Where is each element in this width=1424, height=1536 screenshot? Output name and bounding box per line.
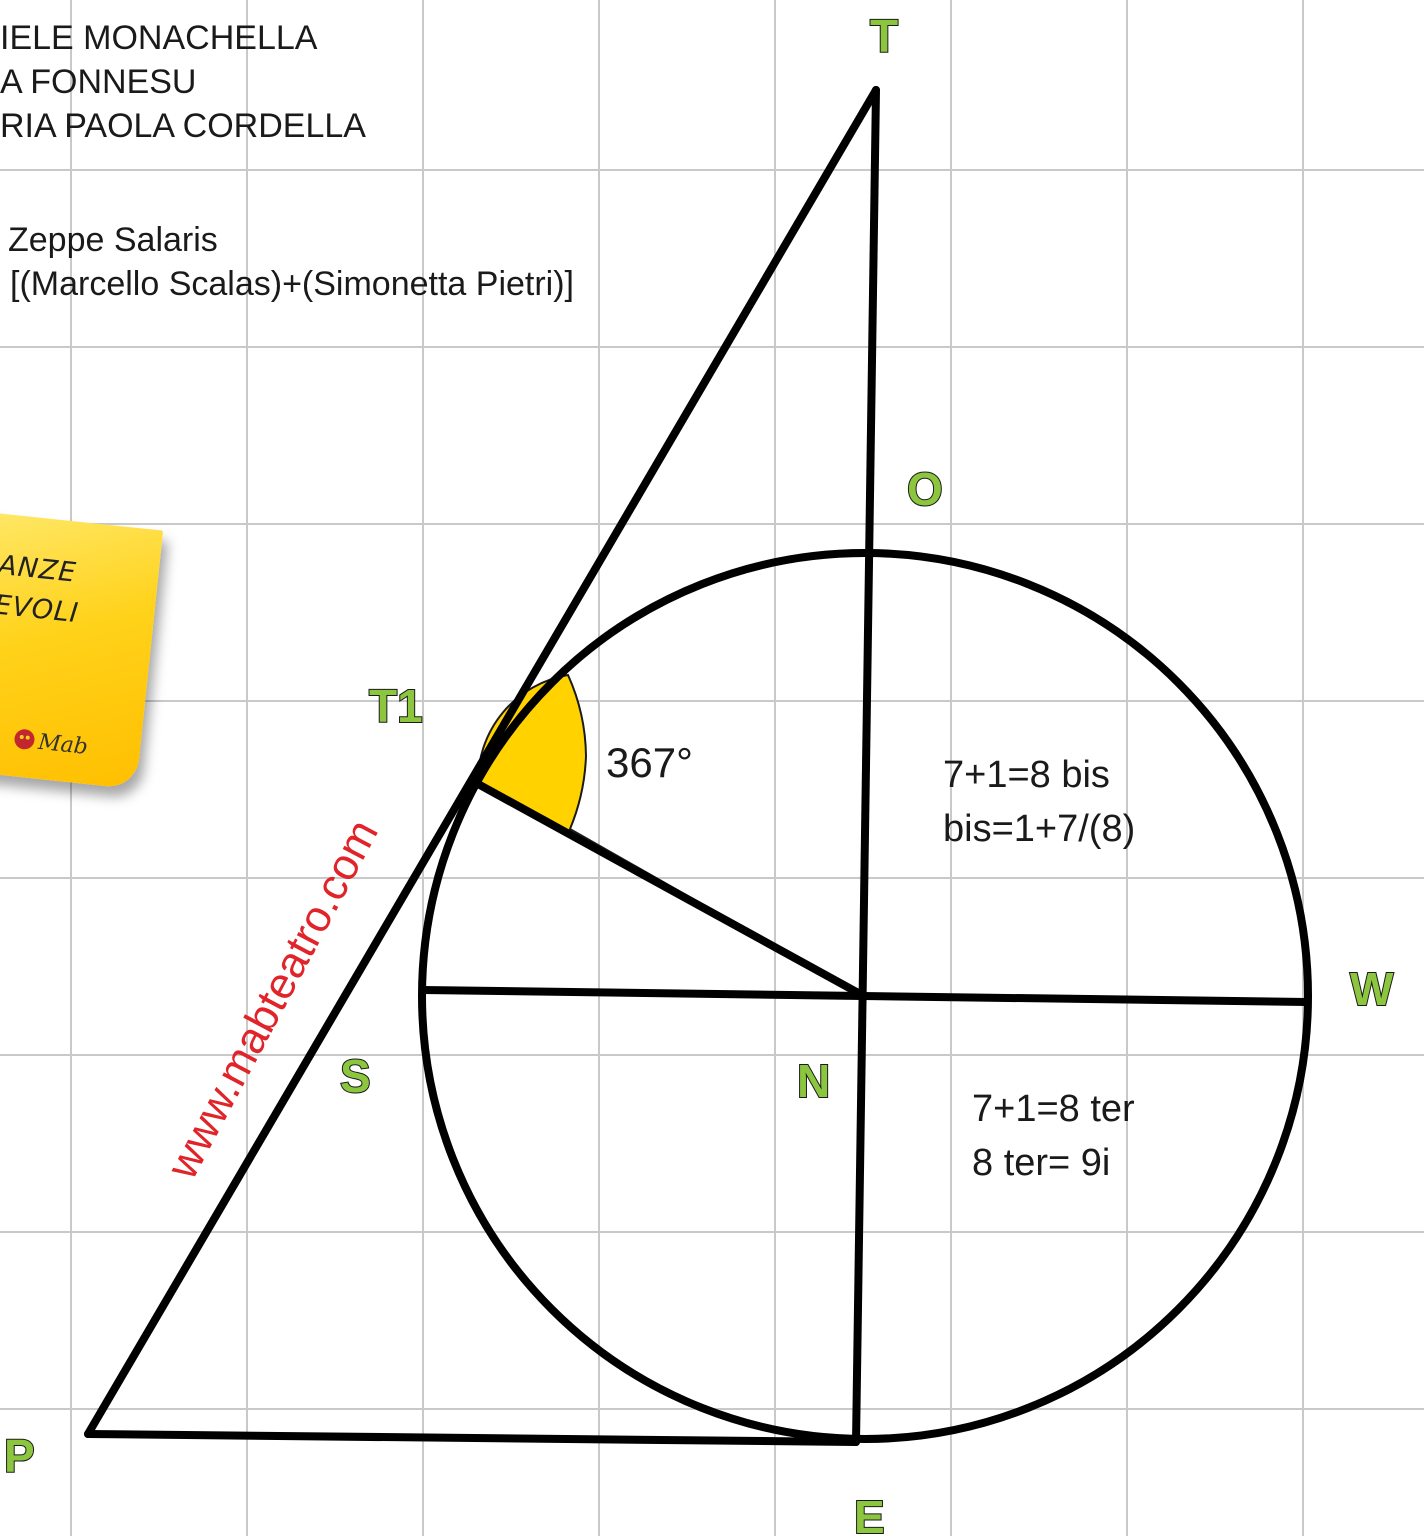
credits-block: IELE MONACHELLA A FONNESU RIA PAOLA CORD… (0, 0, 640, 320)
watermark-url: www.mabteatro.com (157, 812, 388, 1188)
eq-top-1: 7+1=8 bis (943, 754, 1110, 796)
label-O: O (907, 463, 943, 515)
label-T: T (870, 10, 898, 62)
credit-subtitle: Zeppe Salaris (8, 221, 218, 259)
label-P: P (4, 1430, 35, 1482)
eq-bottom-2: 8 ter= 9i (972, 1142, 1110, 1184)
logo-text: Mab (36, 730, 89, 760)
label-N: N (797, 1055, 830, 1107)
credit-line-1: IELE MONACHELLA (0, 19, 318, 57)
line-N-T1 (476, 780, 864, 999)
label-S: S (340, 1050, 371, 1102)
main-circle (418, 549, 1312, 1443)
credit-line-2: A FONNESU (0, 63, 197, 101)
line-T-E (852, 86, 880, 1446)
sticky-note: ANZE EVOLI Mab (0, 510, 164, 790)
label-T1: T1 (369, 680, 423, 732)
line-T-P (84, 86, 880, 1438)
mab-logo: Mab (8, 718, 102, 772)
angle-label: 367° (606, 739, 693, 786)
label-W: W (1350, 963, 1394, 1015)
line-P-E (84, 1430, 860, 1446)
line-S-W (422, 986, 1307, 1006)
label-E: E (854, 1491, 885, 1536)
angle-sector (476, 673, 863, 996)
credit-subtitle-2: [(Marcello Scalas)+(Simonetta Pietri)] (10, 265, 575, 303)
eq-bottom-1: 7+1=8 ter (972, 1088, 1135, 1130)
logo-mask-icon (14, 729, 35, 750)
credit-line-3: RIA PAOLA CORDELLA (0, 107, 366, 145)
eq-top-2: bis=1+7/(8) (943, 808, 1135, 850)
